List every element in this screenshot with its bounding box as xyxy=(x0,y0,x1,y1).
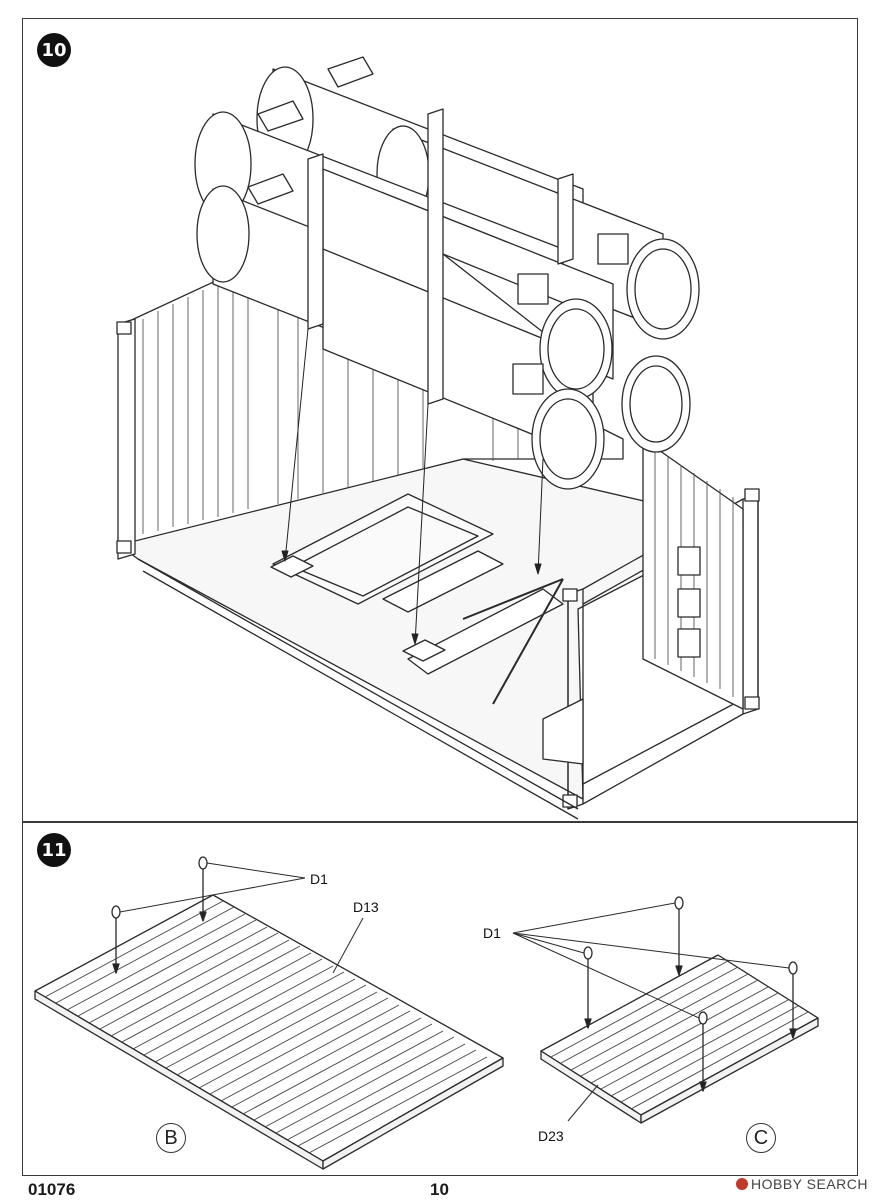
catalog-number: 01076 xyxy=(28,1180,76,1199)
view-b-label: B xyxy=(164,1126,178,1149)
view-b-marker: B xyxy=(156,1123,186,1153)
label-d13: D13 xyxy=(353,899,379,915)
step-10-illustration xyxy=(116,56,760,820)
tube-cap xyxy=(539,298,613,400)
label-d1-right: D1 xyxy=(483,925,501,941)
step-10-number: 10 xyxy=(41,39,67,61)
step-10-badge: 10 xyxy=(37,33,71,67)
step-10-panel: 10 xyxy=(22,18,858,822)
floor-panel-d23 xyxy=(512,896,819,1124)
view-c-marker: C xyxy=(746,1123,776,1153)
tube-cap xyxy=(621,355,691,453)
view-c-label: C xyxy=(753,1126,769,1149)
label-d23: D23 xyxy=(538,1128,564,1144)
step-11-badge: 11 xyxy=(37,833,71,867)
missile-tube-cluster xyxy=(194,56,700,490)
step-11-illustration xyxy=(34,856,819,1170)
page-number: 10 xyxy=(430,1180,449,1199)
label-d1-left: D1 xyxy=(310,871,328,887)
tube-cap xyxy=(626,238,700,340)
tube-cap xyxy=(531,388,605,490)
container-left-end xyxy=(117,318,136,560)
step-11-panel: 11 xyxy=(22,822,858,1176)
watermark: HOBBY SEARCH xyxy=(736,1176,868,1192)
watermark-logo-icon xyxy=(736,1178,748,1190)
launcher-base-frame xyxy=(272,493,494,605)
watermark-text: HOBBY SEARCH xyxy=(751,1176,868,1192)
step-11-number: 11 xyxy=(41,839,67,861)
floor-panel-d13 xyxy=(34,856,504,1170)
container-floor-edge xyxy=(137,558,579,810)
